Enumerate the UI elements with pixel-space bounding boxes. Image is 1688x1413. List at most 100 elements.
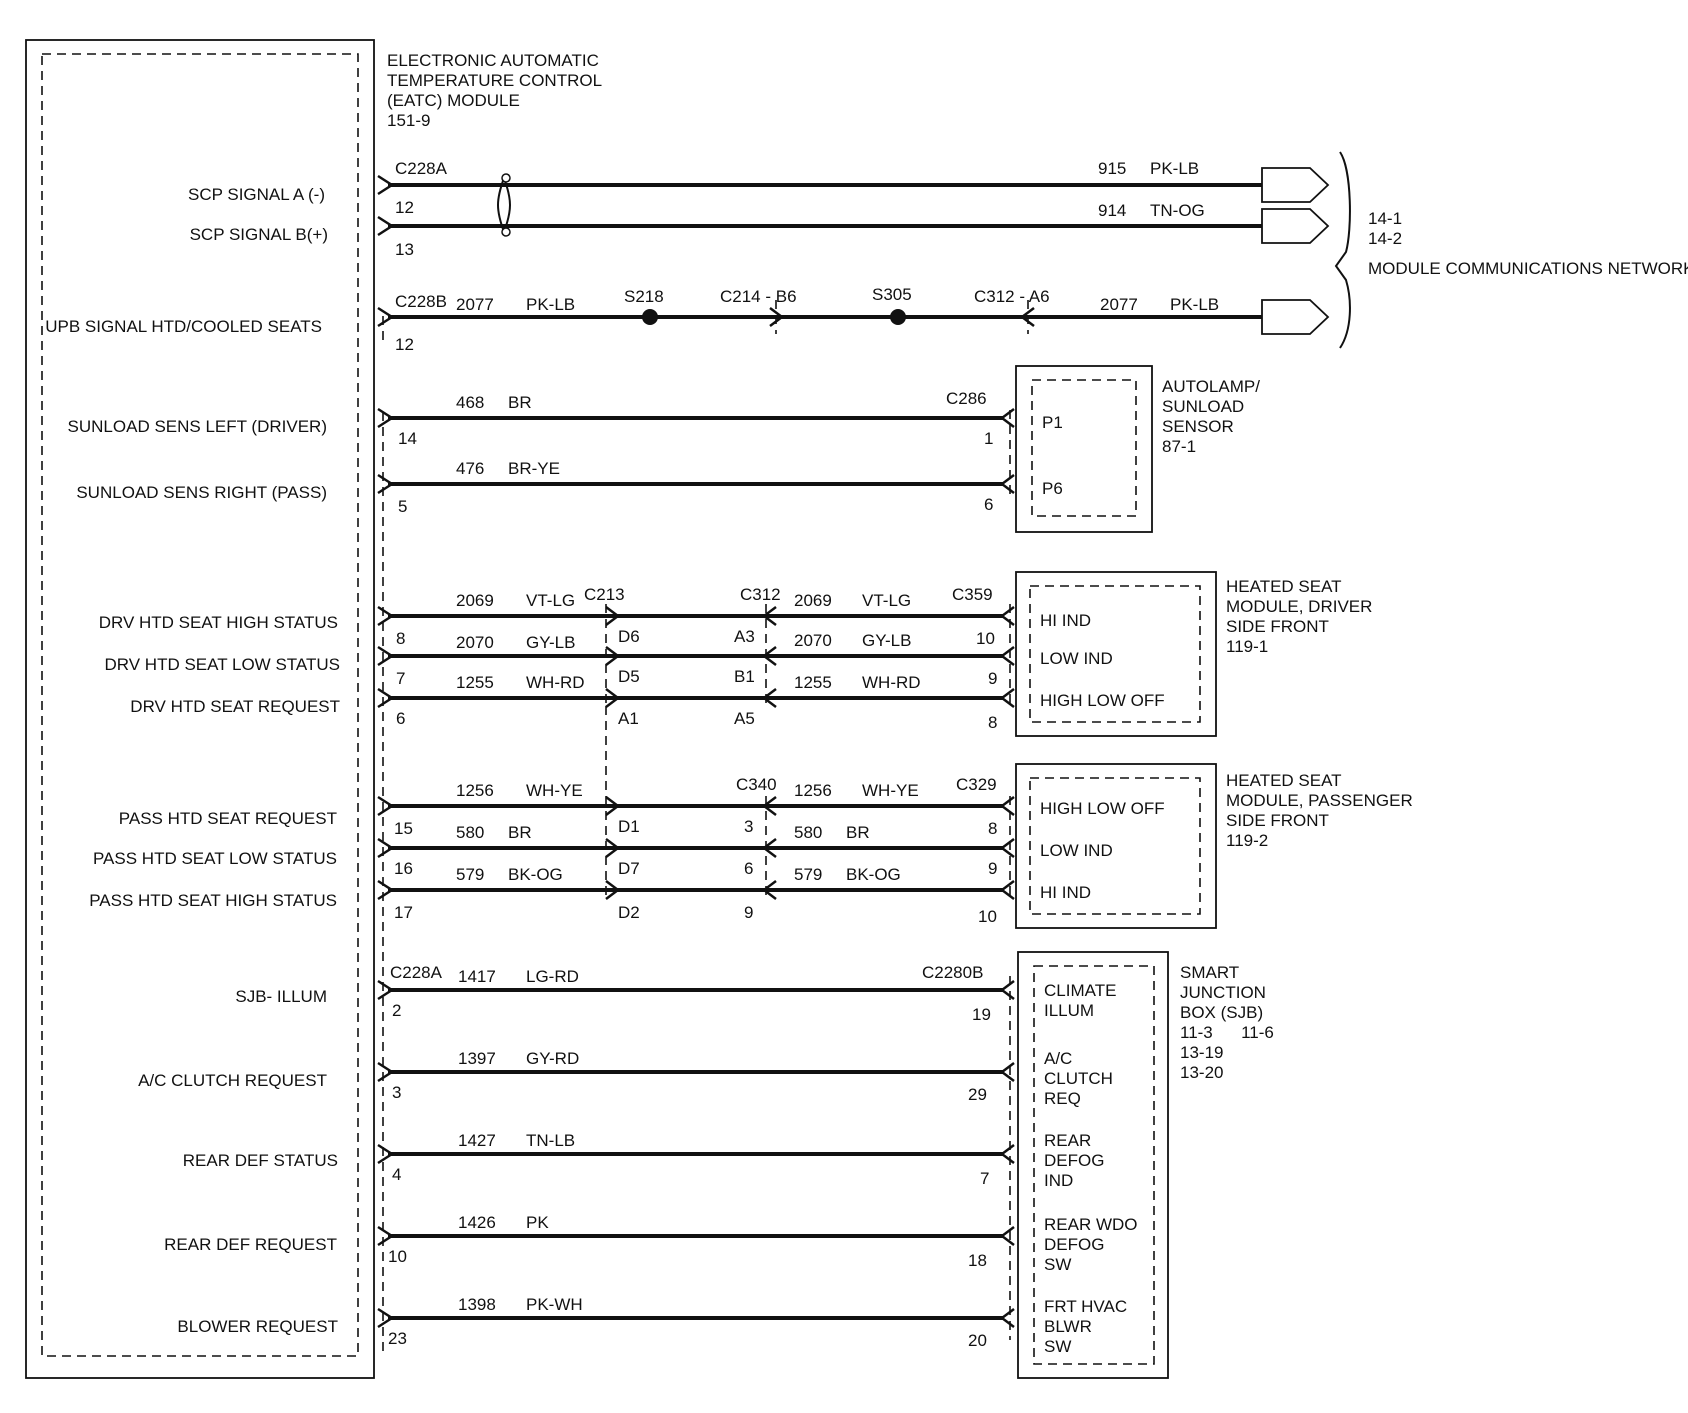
c1-arrow-1256 — [605, 796, 621, 816]
sunload-title-2: SUNLOAD — [1162, 397, 1244, 416]
sjb-pin-ac-3: REQ — [1044, 1089, 1081, 1108]
c1-arrow-580 — [605, 838, 621, 858]
twisted-pair-mark — [497, 177, 511, 233]
color-2070-a: GY-LB — [526, 633, 575, 652]
color-1427: TN-LB — [526, 1131, 575, 1150]
pin-16-pass: 16 — [394, 859, 413, 878]
circuit-2070-b: 2070 — [794, 631, 832, 650]
sunload-sensor-group: AUTOLAMP/ SUNLOAD SENSOR 87-1 P1 P6 14 4… — [377, 365, 1260, 533]
signal-label-sjb-illum: SJB- ILLUM — [235, 987, 327, 1006]
sjb-pin-blwr-3: SW — [1044, 1337, 1071, 1356]
pin-4-sjb: 4 — [392, 1165, 401, 1184]
circuit-580-a: 580 — [456, 823, 484, 842]
passenger-seat-title-1: HEATED SEAT — [1226, 771, 1342, 790]
end-pin-6: 6 — [984, 495, 993, 514]
c1-arrow-579 — [605, 880, 621, 900]
pin-6-drv: 6 — [396, 709, 405, 728]
end-conn-c359: C359 — [952, 585, 993, 604]
network-flag-2077 — [1261, 299, 1330, 335]
signal-label-upb: UPB SIGNAL HTD/COOLED SEATS — [45, 317, 322, 336]
sjb-pin-illum-1: CLIMATE — [1044, 981, 1116, 1000]
end-pin-9-pass: 9 — [988, 859, 997, 878]
pin-17-pass: 17 — [394, 903, 413, 922]
driver-seat-inner — [1029, 585, 1201, 723]
sjb-title-5: 13-19 — [1180, 1043, 1223, 1062]
sunload-title-3: SENSOR — [1162, 417, 1234, 436]
end-pin-1: 1 — [984, 429, 993, 448]
sunload-title-4: 87-1 — [1162, 437, 1196, 456]
end-arrow-468 — [999, 408, 1015, 428]
color-579-b: BK-OG — [846, 865, 901, 884]
sjb-title-1: SMART — [1180, 963, 1239, 982]
pin-arrow-1427 — [377, 1143, 395, 1165]
sjb-pin-defog-sw-3: SW — [1044, 1255, 1071, 1274]
sjb-pin-blwr-1: FRT HVAC — [1044, 1297, 1127, 1316]
signal-label-rear-def-request: REAR DEF REQUEST — [164, 1235, 337, 1254]
c312-pin-b1: B1 — [734, 667, 755, 686]
color-2077-b: PK-LB — [1170, 295, 1219, 314]
sunload-pin-p1: P1 — [1042, 413, 1063, 432]
circuit-1255-b: 1255 — [794, 673, 832, 692]
pin-arrow-580 — [377, 837, 395, 859]
splice-s305-label: S305 — [872, 285, 912, 304]
color-1256-b: WH-YE — [862, 781, 919, 800]
pin-14: 14 — [398, 429, 417, 448]
circuit-1255-a: 1255 — [456, 673, 494, 692]
inline-c214-arrow — [769, 307, 785, 327]
c213-pin-a1: A1 — [618, 709, 639, 728]
circuit-2077-a: 2077 — [456, 295, 494, 314]
module-conn-c228a-bottom: C228A — [390, 963, 443, 982]
signal-label-scp-b: SCP SIGNAL B(+) — [190, 225, 328, 244]
inline-c214-label: C214 - B6 — [720, 287, 797, 306]
conn-c340: C340 — [736, 775, 777, 794]
driver-seat-box — [1015, 571, 1217, 737]
circuit-1398: 1398 — [458, 1295, 496, 1314]
c340-pin-3: 3 — [744, 817, 753, 836]
pin-arrow-476 — [377, 473, 395, 495]
pin-13-scp-b: 13 — [395, 240, 414, 259]
driver-seat-title-2: MODULE, DRIVER — [1226, 597, 1372, 616]
sjb-title-6: 13-20 — [1180, 1063, 1223, 1082]
pin-12-upb: 12 — [395, 335, 414, 354]
driver-seat-pin-hi: HI IND — [1040, 611, 1091, 630]
splice-s305 — [890, 309, 906, 325]
pin-arrow-1256 — [377, 795, 395, 817]
circuit-2077-b: 2077 — [1100, 295, 1138, 314]
end-pin-29: 29 — [968, 1085, 987, 1104]
circuit-579-a: 579 — [456, 865, 484, 884]
pin-12-scp-a: 12 — [395, 198, 414, 217]
sjb-pin-defog-sw-1: REAR WDO — [1044, 1215, 1138, 1234]
circuit-1256-b: 1256 — [794, 781, 832, 800]
signal-label-sunload-left: SUNLOAD SENS LEFT (DRIVER) — [68, 417, 327, 436]
eatc-module-outline — [25, 39, 375, 1379]
end-arrow-1256 — [999, 796, 1015, 816]
color-1256-a: WH-YE — [526, 781, 583, 800]
module-conn-c228b: C228B — [395, 292, 447, 311]
pin-3-sjb: 3 — [392, 1083, 401, 1102]
network-ref-2: 14-2 — [1368, 229, 1402, 248]
conn-c312: C312 — [740, 585, 781, 604]
end-pin-8-drv: 8 — [988, 713, 997, 732]
network-ref-1: 14-1 — [1368, 209, 1402, 228]
pin-arrow-1397 — [377, 1061, 395, 1083]
eatc-module-inner-dashed — [41, 53, 359, 1357]
module-conn-c228a-top: C228A — [395, 159, 448, 178]
end-arrow-1427 — [999, 1144, 1015, 1164]
sjb-pin-ac-2: CLUTCH — [1044, 1069, 1113, 1088]
circuit-468: 468 — [456, 393, 484, 412]
signal-label-pass-request: PASS HTD SEAT REQUEST — [119, 809, 337, 828]
c213-arrow-1255 — [605, 688, 621, 708]
end-arrow-2069 — [999, 606, 1015, 626]
color-2069-a: VT-LG — [526, 591, 575, 610]
end-conn-c2280b: C2280B — [922, 963, 983, 982]
network-brace — [1334, 151, 1351, 349]
pin-7-drv: 7 — [396, 669, 405, 688]
signal-label-rear-def-status: REAR DEF STATUS — [183, 1151, 338, 1170]
c340-arrow-1256 — [761, 796, 777, 816]
passenger-seat-box — [1015, 763, 1217, 929]
pin-arrow-2069 — [377, 605, 395, 627]
end-pin-10-drv: 10 — [976, 629, 995, 648]
pin-arrow-upb — [377, 306, 395, 328]
conn-c213: C213 — [584, 585, 625, 604]
end-conn-c286: C286 — [946, 389, 987, 408]
